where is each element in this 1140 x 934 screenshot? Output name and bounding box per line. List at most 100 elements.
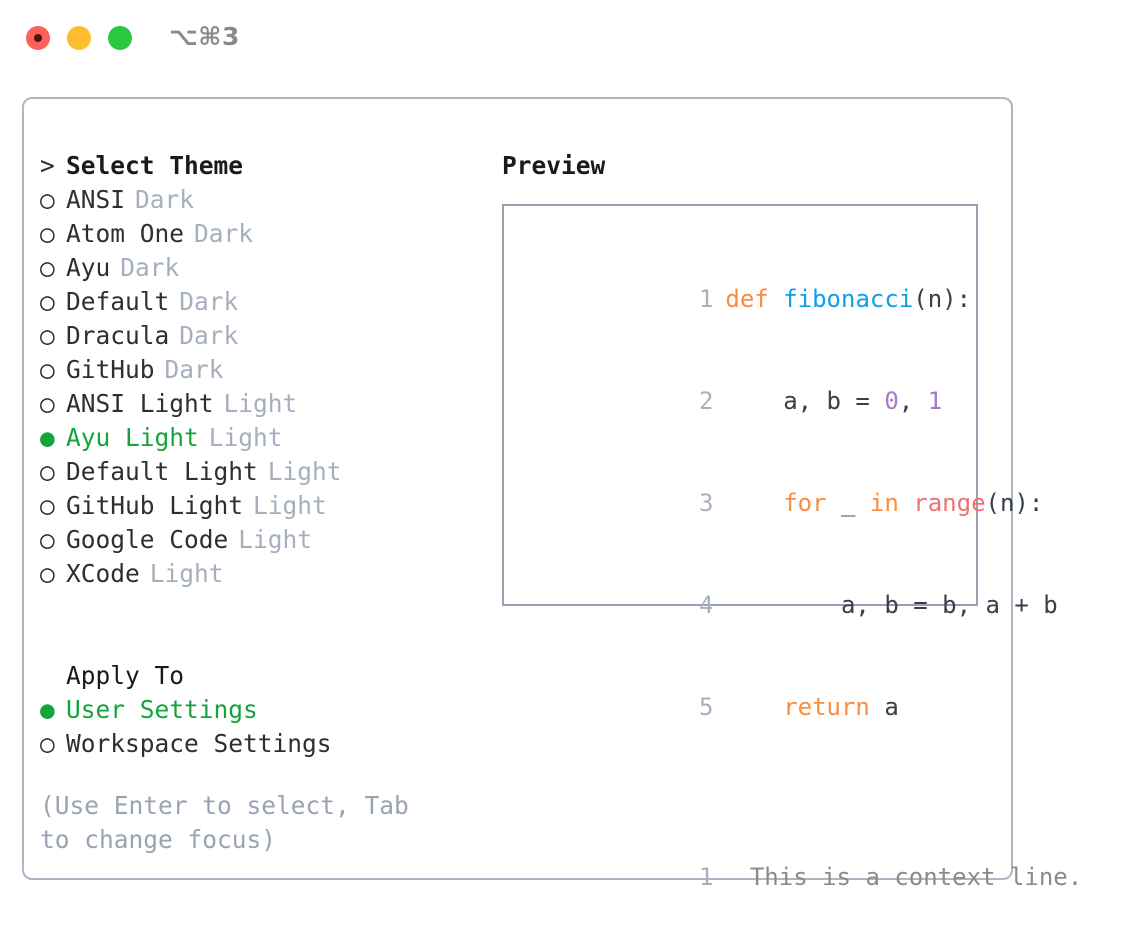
theme-option-dracula[interactable]: ○ Dracula Dark [40, 319, 480, 353]
list-spacer [40, 625, 480, 659]
theme-variant-badge: Dark [135, 185, 195, 214]
theme-label: XCode [66, 559, 140, 588]
code-line: 1 def fibonacci(n): [522, 248, 976, 350]
code-line: 3 for _ in range(n): [522, 452, 1043, 554]
line-number: 1 [698, 863, 714, 891]
theme-variant-badge: Dark [120, 253, 180, 282]
diff-sign [725, 863, 739, 891]
theme-option-github[interactable]: ○ GitHub Dark [40, 353, 480, 387]
code-line: 4 a, b = b, a + b [522, 554, 1058, 656]
diff-text: This is a context line. [749, 863, 1083, 891]
line-number: 3 [698, 489, 714, 517]
select-theme-title: Select Theme [66, 151, 244, 180]
theme-variant-badge: Light [149, 559, 224, 588]
radio-selected-icon: ● [40, 695, 55, 724]
code-blank-line [522, 758, 976, 792]
token-plain: , [898, 387, 928, 415]
theme-label: Default [66, 287, 170, 316]
theme-option-default-light[interactable]: ○ Default Light Light [40, 455, 480, 489]
diff-line-deleted: 2-This line was deleted. [522, 928, 976, 934]
theme-label: Default Light [66, 457, 258, 486]
line-number: 2 [698, 387, 714, 415]
token-plain [725, 489, 783, 517]
token-number: 1 [927, 387, 943, 415]
radio-unselected-icon: ○ [40, 219, 55, 248]
token-plain: (n): [913, 285, 972, 313]
apply-to-heading: Apply To [66, 661, 185, 690]
theme-option-ayu[interactable]: ○ Ayu Dark [40, 251, 480, 285]
line-number: 4 [698, 591, 714, 619]
apply-to-label: Workspace Settings [66, 729, 332, 758]
preview-title: Preview [502, 151, 606, 180]
main-panel: > Select Theme ○ ANSI Dark ○ Atom One Da… [22, 97, 1082, 891]
theme-picker-column: > Select Theme ○ ANSI Dark ○ Atom One Da… [40, 149, 480, 857]
radio-unselected-icon: ○ [40, 321, 55, 350]
code-line: 2 a, b = 0, 1 [522, 350, 976, 452]
line-number: 1 [698, 285, 714, 313]
theme-option-google-code[interactable]: ○ Google Code Light [40, 523, 480, 557]
radio-unselected-icon: ○ [40, 185, 55, 214]
theme-label: Atom One [66, 219, 185, 248]
maximize-window-button[interactable] [108, 26, 132, 50]
token-keyword: for [783, 489, 827, 517]
theme-option-github-light[interactable]: ○ GitHub Light Light [40, 489, 480, 523]
theme-label: GitHub [66, 355, 155, 384]
theme-variant-badge: Light [238, 525, 313, 554]
token-builtin: range [913, 489, 986, 517]
token-plain: a, b = [725, 387, 885, 415]
code-blank-line [522, 792, 976, 826]
theme-variant-badge: Light [223, 389, 298, 418]
theme-option-default[interactable]: ○ Default Dark [40, 285, 480, 319]
theme-option-ansi-light[interactable]: ○ ANSI Light Light [40, 387, 480, 421]
theme-option-ayu-light[interactable]: ● Ayu Light Light [40, 421, 480, 455]
token-function: fibonacci [783, 285, 914, 313]
theme-option-atom-one[interactable]: ○ Atom One Dark [40, 217, 480, 251]
list-spacer [40, 591, 480, 625]
radio-unselected-icon: ○ [40, 287, 55, 316]
radio-selected-icon: ● [40, 423, 55, 452]
radio-unselected-icon: ○ [40, 491, 55, 520]
theme-variant-badge: Dark [164, 355, 224, 384]
theme-variant-badge: Light [253, 491, 327, 520]
keyboard-shortcut-label: ⌥⌘3 [169, 22, 240, 51]
token-plain: a, b = b, a + b [725, 591, 1058, 619]
radio-unselected-icon: ○ [40, 253, 55, 282]
line-number: 5 [698, 693, 714, 721]
token-plain [725, 693, 783, 721]
theme-option-ansi[interactable]: ○ ANSI Dark [40, 183, 480, 217]
token-keyword: def [725, 285, 769, 313]
diff-line-context: 1 This is a context line. [522, 826, 1082, 928]
radio-unselected-icon: ○ [40, 525, 55, 554]
theme-option-xcode[interactable]: ○ XCode Light [40, 557, 480, 591]
radio-unselected-icon: ○ [40, 389, 55, 418]
radio-unselected-icon: ○ [40, 355, 55, 384]
select-theme-heading: > Select Theme [40, 149, 480, 183]
token-plain: a [869, 693, 899, 721]
token-keyword: in [869, 489, 899, 517]
prompt-caret-icon: > [40, 151, 55, 180]
keyboard-hint-text: (Use Enter to select, Tab to change focu… [40, 791, 424, 854]
minimize-window-button[interactable] [67, 26, 91, 50]
radio-unselected-icon: ○ [40, 559, 55, 588]
theme-variant-badge: Dark [179, 287, 239, 316]
theme-label: ANSI [66, 185, 126, 214]
token-plain [899, 489, 913, 517]
traffic-lights [26, 26, 132, 50]
theme-label: GitHub Light [66, 491, 244, 520]
token-number: 0 [884, 387, 899, 415]
theme-variant-badge: Light [208, 423, 283, 452]
close-window-button[interactable] [26, 26, 50, 50]
theme-label: Google Code [66, 525, 229, 554]
theme-label: Ayu Light [66, 423, 199, 452]
theme-label: Ayu [66, 253, 111, 282]
token-plain: (n): [985, 489, 1044, 517]
apply-to-option-workspace-settings[interactable]: ○ Workspace Settings [40, 727, 480, 761]
apply-to-option-user-settings[interactable]: ● User Settings [40, 693, 480, 727]
token-keyword: return [783, 693, 870, 721]
token-plain: _ [826, 489, 870, 517]
theme-label: ANSI Light [66, 389, 214, 418]
theme-label: Dracula [66, 321, 170, 350]
